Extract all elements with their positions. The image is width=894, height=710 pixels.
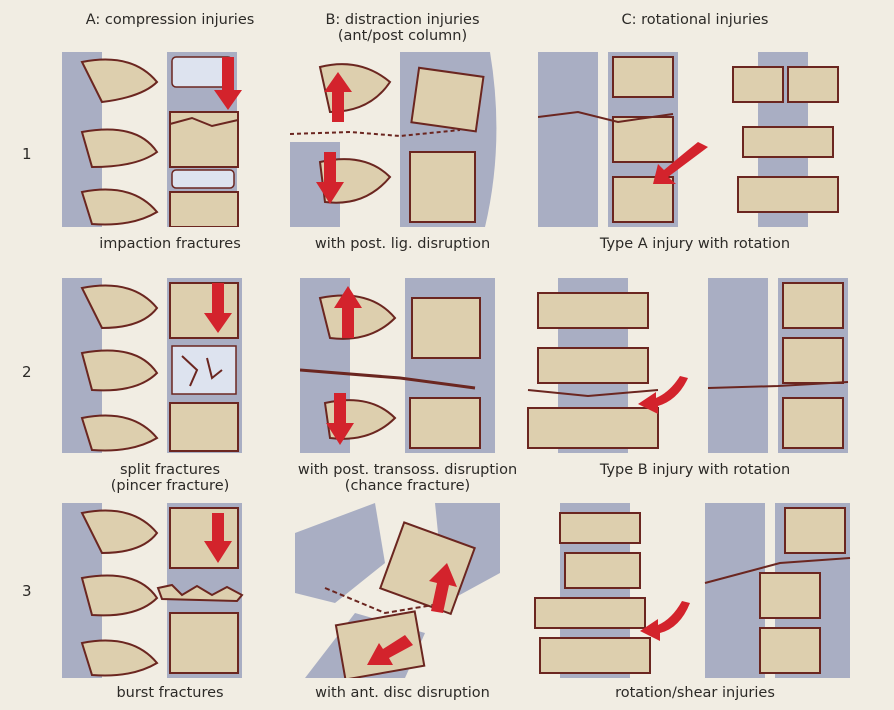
panel-b2-chance-fracture — [300, 278, 500, 453]
vertebra-posterior-view — [535, 598, 645, 628]
row-number-2: 2 — [22, 363, 32, 381]
vertebra-posterior-view — [538, 348, 648, 383]
vertebral-body — [783, 338, 843, 383]
panel-a2-split-fracture — [62, 278, 262, 453]
column-header-c: C: rotational injuries — [585, 12, 805, 28]
spinous-process — [82, 190, 157, 225]
vertebral-body — [412, 298, 480, 358]
vertebra-posterior-view-fractured — [743, 127, 833, 157]
spinous-process — [82, 351, 157, 391]
vertebral-body — [170, 283, 238, 338]
caption-c1: Type A injury with rotation — [585, 236, 805, 252]
burst-fragments — [158, 585, 242, 601]
column-header-c-title: C: rotational injuries — [585, 12, 805, 28]
spine-illustration-c2 — [518, 278, 858, 453]
panel-b1-post-lig-disruption — [290, 52, 505, 227]
vertebral-body — [785, 508, 845, 553]
vertebral-body-fractured — [613, 117, 673, 162]
vertebra-posterior-view — [538, 293, 648, 328]
vertebra-posterior-view — [738, 177, 838, 212]
spinous-process — [82, 416, 157, 451]
vertebra-posterior-view — [733, 67, 783, 102]
vertebral-body — [411, 68, 483, 132]
vertebral-body — [170, 403, 238, 451]
vertebra-posterior-view — [540, 638, 650, 673]
spine-illustration-a2 — [62, 278, 262, 453]
caption-c2: Type B injury with rotation — [585, 462, 805, 478]
column-header-a: A: compression injuries — [60, 12, 280, 28]
caption-b2-line1: with post. transoss. disruption — [285, 462, 530, 478]
spine-illustration-b1 — [290, 52, 505, 227]
panel-a3-burst-fracture — [62, 503, 262, 678]
caption-c3: rotation/shear injuries — [585, 685, 805, 701]
ligament-band — [295, 503, 385, 603]
ligament-band — [538, 52, 598, 227]
vertebral-body — [613, 57, 673, 97]
panel-c1-type-a-rotation — [538, 52, 858, 227]
spinous-process — [82, 130, 157, 168]
panel-a1-impaction-fracture — [62, 52, 262, 227]
spine-illustration-a3 — [62, 503, 262, 678]
rotation-arrow — [640, 601, 690, 641]
caption-b2-line2: (chance fracture) — [285, 478, 530, 494]
vertebral-body — [170, 192, 238, 227]
vertebral-body — [170, 508, 238, 568]
column-header-a-title: A: compression injuries — [60, 12, 280, 28]
row-number-3: 3 — [22, 582, 32, 600]
panel-c2-type-b-rotation — [518, 278, 858, 453]
vertebral-body — [783, 283, 843, 328]
split-disc — [172, 346, 236, 394]
vertebra-posterior-view — [528, 408, 658, 448]
vertebra-posterior-view — [565, 553, 640, 588]
vertebral-body — [410, 152, 475, 222]
intervertebral-disc — [172, 170, 234, 188]
ligament-band — [708, 278, 768, 453]
panel-c3-rotation-shear — [520, 503, 860, 678]
column-header-b-subtitle: (ant/post column) — [285, 28, 520, 44]
caption-a2: split fractures (pincer fracture) — [60, 462, 280, 494]
spine-illustration-c3 — [520, 503, 860, 678]
column-header-b: B: distraction injuries (ant/post column… — [285, 12, 520, 44]
spine-illustration-c1 — [538, 52, 858, 227]
vertebra-posterior-view — [788, 67, 838, 102]
vertebra-posterior-view — [560, 513, 640, 543]
spinous-process — [82, 641, 157, 676]
caption-a1: impaction fractures — [60, 236, 280, 252]
caption-a2-line1: split fractures — [60, 462, 280, 478]
vertebral-body — [170, 613, 238, 673]
caption-b3: with ant. disc disruption — [285, 685, 520, 701]
spine-illustration-b2 — [300, 278, 500, 453]
spinous-process — [82, 576, 157, 616]
caption-b2: with post. transoss. disruption (chance … — [285, 462, 530, 494]
caption-b1: with post. lig. disruption — [285, 236, 520, 252]
vertebral-body — [760, 628, 820, 673]
panel-b3-ant-disc-disruption — [295, 503, 505, 678]
vertebral-body — [410, 398, 480, 448]
caption-a3: burst fractures — [60, 685, 280, 701]
spine-illustration-b3 — [295, 503, 505, 678]
row-number-1: 1 — [22, 145, 32, 163]
caption-a2-line2: (pincer fracture) — [60, 478, 280, 494]
spine-illustration-a1 — [62, 52, 262, 227]
vertebral-body — [783, 398, 843, 448]
ligament-band — [705, 503, 765, 678]
column-header-b-title: B: distraction injuries — [285, 12, 520, 28]
vertebral-body-displaced — [760, 573, 820, 618]
